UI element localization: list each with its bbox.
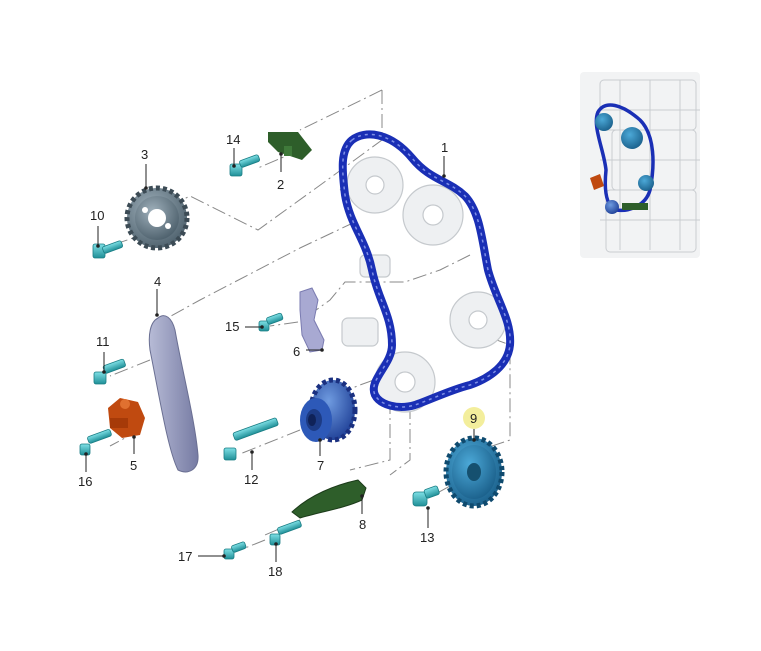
callout-9-highlight: [463, 407, 485, 429]
callout-6: 6: [293, 344, 300, 359]
timing-chain-links: [341, 133, 511, 408]
upper-chain-guide: [268, 132, 312, 160]
callout-15: 15: [225, 319, 239, 334]
bolt-13: [412, 485, 440, 507]
callout-11: 11: [96, 334, 110, 349]
camshaft-sprocket-3: [124, 185, 190, 251]
callout-14: 14: [226, 132, 240, 147]
bolt-18: [269, 520, 302, 546]
callout-5: 5: [130, 458, 137, 473]
bolt-16: [79, 429, 112, 456]
chain-tensioner: [108, 398, 145, 438]
callout-7: 7: [317, 458, 324, 473]
bolt-15: [258, 312, 284, 332]
callout-4: 4: [154, 274, 161, 289]
lower-chain-guide: [291, 479, 367, 519]
leader-lines: [84, 148, 476, 562]
callout-12: 12: [244, 472, 258, 487]
bolts: [79, 154, 440, 560]
callout-18: 18: [268, 564, 282, 579]
engine-inset: [580, 72, 700, 258]
callout-10: 10: [90, 208, 104, 223]
callout-labels: 1 2 3 4 5 6 7 8 9 10 11 12 13 14 15 16 1…: [78, 132, 477, 579]
oil-pump-sprocket-9: [443, 435, 505, 509]
crankshaft-sprocket-7: [300, 377, 358, 443]
tensioner-rail: [148, 315, 199, 473]
callout-17: 17: [178, 549, 192, 564]
fixed-chain-guide: [299, 287, 325, 353]
callout-13: 13: [420, 530, 434, 545]
callout-2: 2: [277, 177, 284, 192]
callout-1: 1: [441, 140, 448, 155]
bolt-12: [223, 417, 279, 461]
bolt-17: [223, 541, 247, 560]
callout-8: 8: [359, 517, 366, 532]
callout-16: 16: [78, 474, 92, 489]
callout-9: 9: [470, 411, 477, 426]
callout-3: 3: [141, 147, 148, 162]
bolt-10: [92, 240, 123, 259]
bolt-14: [229, 154, 260, 177]
ghost-sprockets: [341, 156, 507, 413]
